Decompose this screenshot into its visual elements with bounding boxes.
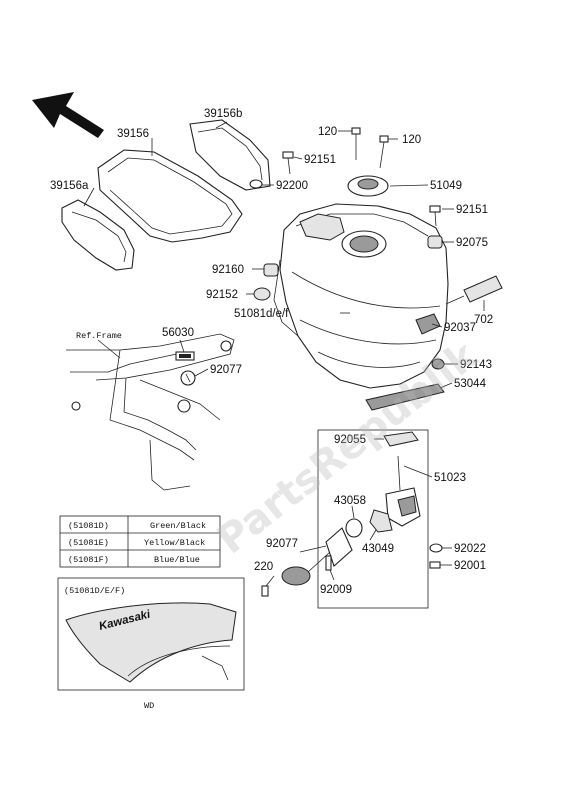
bolt-92077-upper[interactable] — [180, 370, 196, 386]
pad-39156[interactable] — [97, 149, 243, 243]
part-label-92143: 92143 — [460, 359, 492, 371]
color-table: (51081D) Green/Black (51081E) Yellow/Bla… — [59, 515, 221, 568]
tube-702[interactable] — [445, 275, 503, 305]
decal-box-label: (51081D/E/F) — [64, 586, 125, 596]
part-label-92152: 92152 — [206, 289, 238, 301]
washer-92022[interactable] — [429, 543, 443, 553]
gasket-92055[interactable] — [383, 431, 419, 447]
bolt-92151-left[interactable] — [282, 151, 294, 175]
color-name-1: Green/Black — [150, 521, 206, 531]
part-label-56030: 56030 — [162, 327, 194, 339]
frame-reference — [66, 333, 235, 491]
part-label-39156b: 39156b — [204, 108, 242, 120]
part-label-92077-lower: 92077 — [266, 538, 298, 550]
ref-frame-label: Ref.Frame — [76, 331, 122, 341]
part-label-220: 220 — [254, 561, 273, 573]
label-56030[interactable] — [175, 351, 195, 361]
part-label-53044: 53044 — [454, 378, 487, 390]
damper-92160[interactable] — [263, 263, 279, 277]
part-label-92037: 92037 — [444, 322, 476, 334]
color-name-3: Blue/Blue — [154, 555, 200, 565]
part-label-702: 702 — [474, 314, 493, 326]
part-label-92075: 92075 — [456, 237, 488, 249]
fuel-cock-51023[interactable] — [385, 455, 421, 527]
part-label-92160: 92160 — [212, 264, 244, 276]
part-label-92055: 92055 — [334, 434, 366, 446]
part-label-120-right: 120 — [402, 134, 421, 146]
bolt-120-left[interactable] — [351, 127, 361, 160]
color-name-2: Yellow/Black — [144, 538, 205, 548]
screw-220[interactable] — [261, 585, 269, 597]
part-label-51081: 51081d/e/f — [234, 308, 289, 320]
color-code-2: (51081E) — [68, 538, 109, 548]
part-label-92001: 92001 — [454, 560, 486, 572]
lever-92077-lower[interactable] — [281, 527, 353, 586]
decal-caption: WD — [144, 701, 154, 711]
color-code-3: (51081F) — [68, 555, 109, 565]
part-label-92200: 92200 — [276, 180, 308, 192]
front-direction-arrow-icon — [32, 92, 104, 138]
fuel-tank[interactable] — [273, 203, 449, 389]
washer-92200[interactable] — [249, 179, 263, 189]
fuel-cock-box — [317, 429, 429, 609]
part-label-92151-left: 92151 — [304, 154, 336, 166]
grommet-92075[interactable] — [427, 235, 443, 249]
fuel-cap-51049[interactable] — [347, 175, 389, 197]
part-label-92077-upper: 92077 — [210, 364, 242, 376]
oring-43058[interactable] — [345, 518, 363, 538]
leader-lines — [83, 121, 485, 587]
bolt-120-right[interactable] — [379, 135, 389, 169]
part-label-51049: 51049 — [430, 180, 462, 192]
part-label-43049: 43049 — [362, 543, 394, 555]
screw-92009[interactable] — [325, 555, 332, 571]
bolt-92151-right[interactable] — [429, 205, 441, 227]
decal-box: (51081D/E/F) Kawasaki — [57, 577, 245, 691]
part-label-92151-right: 92151 — [456, 204, 488, 216]
screw-92001[interactable] — [429, 561, 441, 569]
part-label-39156: 39156 — [117, 128, 149, 140]
knob-43049[interactable] — [369, 509, 393, 533]
damper-92152[interactable] — [253, 287, 271, 301]
part-label-120-left: 120 — [318, 126, 337, 138]
part-label-51023: 51023 — [434, 472, 466, 484]
part-label-39156a: 39156a — [50, 180, 89, 192]
part-label-43058: 43058 — [334, 495, 366, 507]
part-label-92009: 92009 — [320, 584, 352, 596]
pad-39156b[interactable] — [189, 119, 271, 191]
color-code-1: (51081D) — [68, 521, 109, 531]
part-label-92022: 92022 — [454, 543, 486, 555]
pad-39156a[interactable] — [61, 199, 135, 271]
strap-53044[interactable] — [365, 383, 445, 411]
